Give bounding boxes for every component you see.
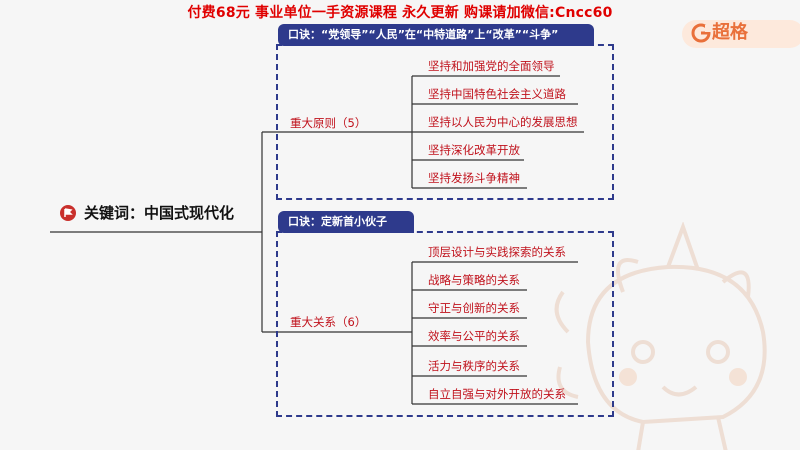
- mnemonic-tab-principles: 口诀：“党领导”“人民”在“中特道路”上“改革”“斗争”: [278, 24, 594, 46]
- branch-label-relations: 重大关系（6）: [290, 315, 367, 329]
- unicorn-mascot-icon: [554, 222, 767, 450]
- relation-item: 守正与创新的关系: [428, 301, 520, 315]
- relations-box: [276, 231, 614, 417]
- relation-item: 效率与公平的关系: [428, 329, 520, 343]
- relation-item: 活力与秩序的关系: [428, 359, 520, 373]
- principle-item: 坚持发扬斗争精神: [428, 171, 520, 185]
- principle-item: 坚持以人民为中心的发展思想: [428, 115, 578, 129]
- g-logo-icon: [691, 23, 711, 43]
- mnemonic-tab-relations: 口诀：定新首小伙子: [278, 211, 414, 233]
- flag-icon: [60, 205, 76, 221]
- logo-text: 超格: [712, 22, 748, 43]
- branch-label-principles: 重大原则（5）: [290, 116, 367, 130]
- relation-item: 自立自强与对外开放的关系: [428, 387, 566, 401]
- watermark-banner: 付费68元 事业单位一手资源课程 永久更新 购课请加微信:Cncc60: [187, 5, 613, 21]
- principle-item: 坚持深化改革开放: [428, 143, 520, 157]
- relation-item: 顶层设计与实践探索的关系: [428, 245, 566, 259]
- principle-item: 坚持和加强党的全面领导: [428, 59, 555, 73]
- principle-item: 坚持中国特色社会主义道路: [428, 87, 566, 101]
- central-label: 关键词：中国式现代化: [84, 204, 235, 222]
- relation-item: 战略与策略的关系: [428, 273, 520, 287]
